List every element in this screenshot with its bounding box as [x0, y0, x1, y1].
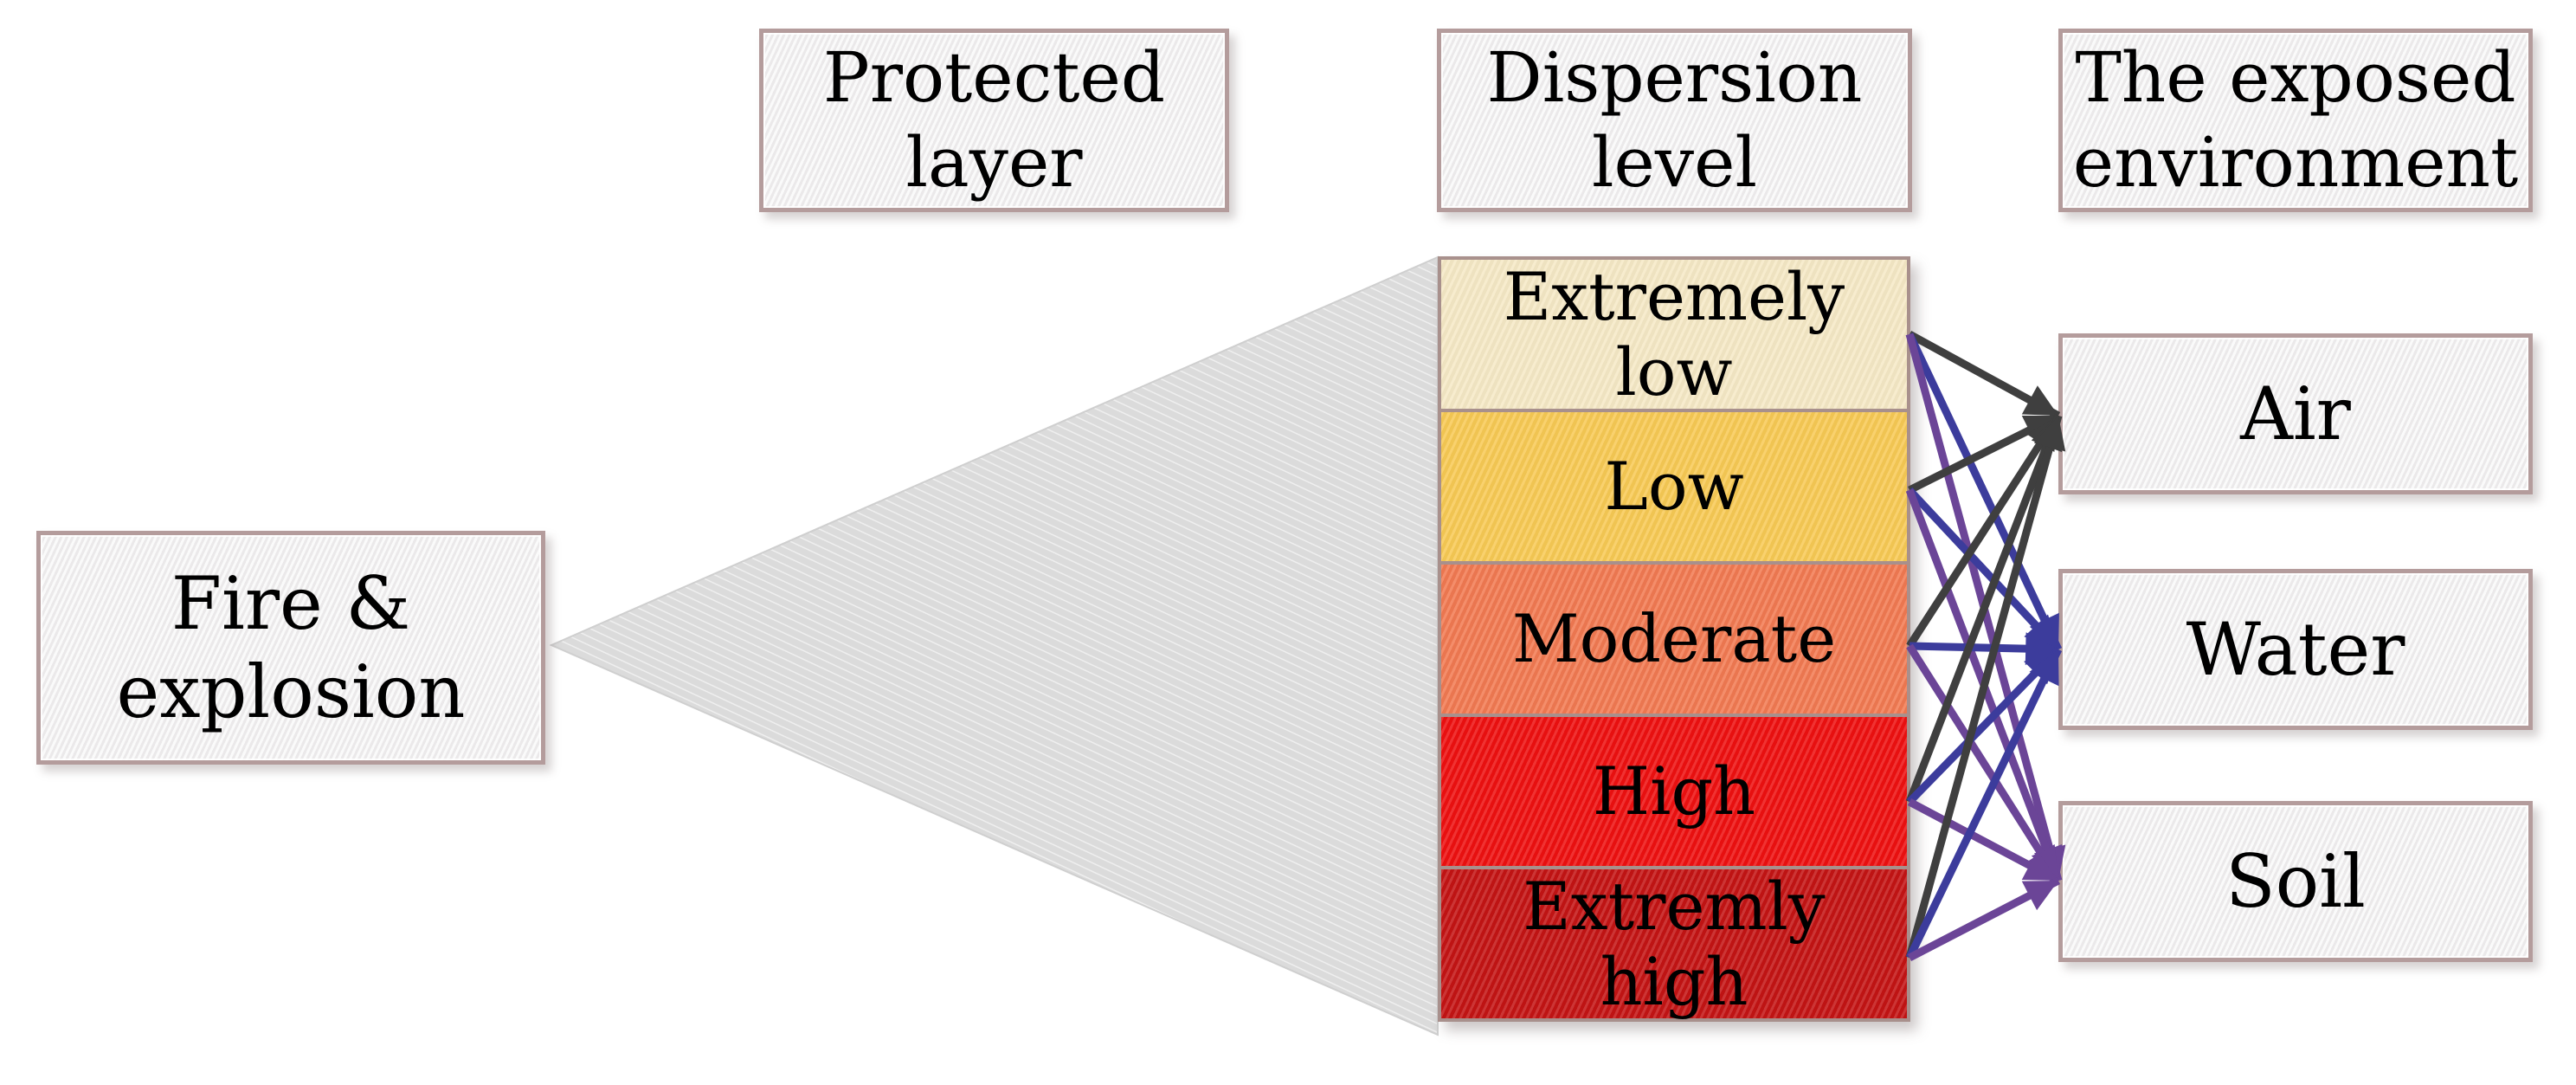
hazard-box-fire-explosion: Fire & explosion — [36, 531, 545, 765]
header-exposed-environment-label: The exposed environment — [2072, 37, 2519, 203]
arrow-level2-to-env0 — [1906, 413, 2062, 649]
environment-label-soil: Soil — [2225, 838, 2366, 924]
header-protected-layer: Protected layer — [759, 29, 1229, 212]
level-label: Extremly high — [1523, 867, 1826, 1020]
arrow-level0-to-env2 — [1905, 333, 2066, 882]
arrow-level4-to-env0 — [1905, 414, 2066, 959]
header-dispersion-level: Dispersion level — [1437, 29, 1912, 212]
level-label: High — [1592, 752, 1756, 830]
level-extremely-low: Extremely low — [1438, 256, 1910, 412]
arrow-level4-to-env2 — [1907, 877, 2061, 961]
level-extremly-high: Extremly high — [1438, 866, 1910, 1022]
environment-box-air: Air — [2058, 333, 2533, 494]
arrow-level0-to-env1 — [1905, 333, 2063, 651]
level-label: Moderate — [1511, 600, 1837, 678]
header-protected-layer-label: Protected layer — [822, 37, 1166, 203]
level-label: Low — [1604, 448, 1744, 526]
environment-box-water: Water — [2058, 569, 2533, 730]
arrow-level1-to-env1 — [1906, 487, 2062, 653]
dispersion-cone — [549, 255, 1439, 1037]
arrow-level3-to-env0 — [1905, 414, 2063, 804]
level-label: Extremely low — [1503, 257, 1845, 410]
level-low: Low — [1438, 409, 1910, 565]
arrow-level2-to-env2 — [1906, 643, 2062, 883]
hazard-label: Fire & explosion — [116, 560, 466, 734]
environment-box-soil: Soil — [2058, 801, 2533, 962]
environment-label-water: Water — [2186, 606, 2405, 692]
arrow-level3-to-env1 — [1906, 646, 2062, 805]
level-high: High — [1438, 714, 1910, 869]
environment-label-air: Air — [2240, 371, 2351, 456]
dispersion-level-stack: Extremely low Low Moderate High Extremly… — [1438, 256, 1910, 1022]
arrow-level1-to-env2 — [1905, 488, 2063, 882]
header-dispersion-level-label: Dispersion level — [1486, 37, 1863, 203]
dispersion-arrows — [1905, 331, 2066, 961]
arrow-level2-to-env1 — [1909, 632, 2059, 666]
arrow-level1-to-env0 — [1907, 411, 2061, 494]
header-exposed-environment: The exposed environment — [2058, 29, 2533, 212]
arrow-level0-to-env0 — [1907, 331, 2061, 419]
arrow-level3-to-env2 — [1907, 798, 2061, 884]
level-moderate: Moderate — [1438, 561, 1910, 717]
arrow-level4-to-env1 — [1905, 648, 2063, 959]
